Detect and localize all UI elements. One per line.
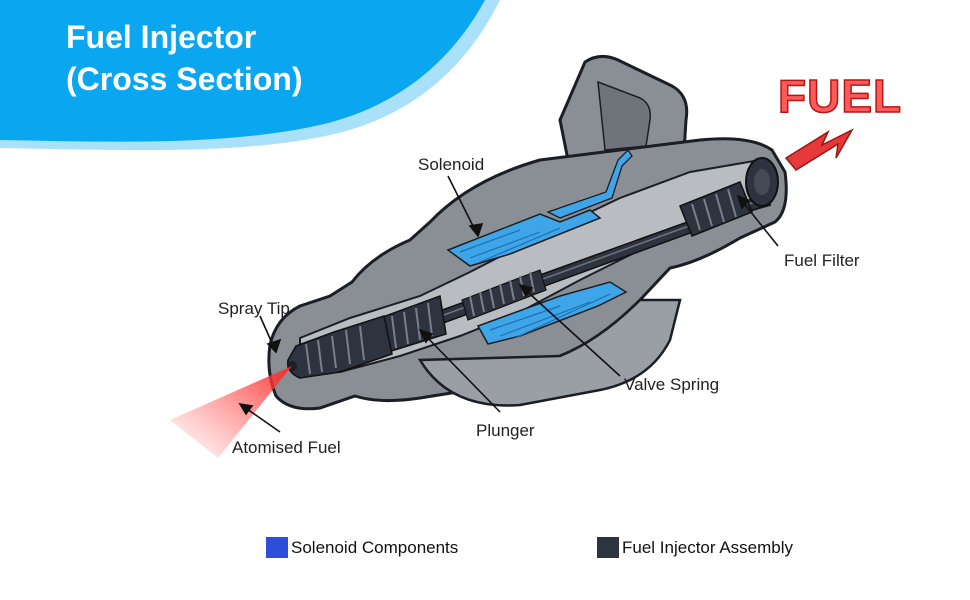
spray-tip-nozzle [287, 315, 393, 379]
fuel-filter-element [679, 157, 779, 237]
legend: Solenoid Components Fuel Injector Assemb… [266, 537, 794, 558]
valve-spring-label: Valve Spring [624, 375, 719, 394]
callout-labels: Solenoid Fuel Filter Spray Tip Valve Spr… [218, 155, 860, 457]
callout-lines [238, 175, 779, 433]
legend-item-solenoid-components: Solenoid Components [266, 537, 458, 558]
title-line-1: Fuel Injector [66, 19, 256, 55]
atomised-fuel-label: Atomised Fuel [232, 438, 341, 457]
fuel-filter-label: Fuel Filter [784, 251, 860, 270]
legend-label-assembly: Fuel Injector Assembly [622, 538, 794, 557]
fuel-arrow-icon [784, 128, 854, 171]
title-banner: Fuel Injector (Cross Section) [0, 0, 500, 151]
legend-swatch-assembly [597, 537, 619, 558]
legend-label-solenoid: Solenoid Components [291, 538, 458, 557]
legend-swatch-solenoid [266, 537, 288, 558]
solenoid-upper-coil-pattern [459, 227, 561, 263]
solenoid-lower-coil [476, 281, 628, 345]
banner-shape [0, 0, 485, 142]
legend-item-fuel-injector-assembly: Fuel Injector Assembly [597, 537, 794, 558]
valve-spring [461, 269, 547, 321]
lower-body-bulge [417, 298, 682, 407]
plunger-leader [419, 329, 501, 413]
solenoid-label: Solenoid [418, 155, 484, 174]
injector-body [267, 55, 788, 411]
fuel-inlet-label: FUEL [778, 70, 902, 122]
fuel-inlet-indicator: FUEL [777, 69, 902, 171]
solenoid-lead-wire [546, 148, 633, 219]
title-line-2: (Cross Section) [66, 61, 302, 97]
atomised-fuel-spray [170, 366, 292, 458]
spray-tip-label: Spray Tip [218, 299, 290, 318]
plunger-label: Plunger [476, 421, 535, 440]
valve-spring-leader [519, 284, 621, 377]
connector-inner-recess [597, 80, 652, 151]
